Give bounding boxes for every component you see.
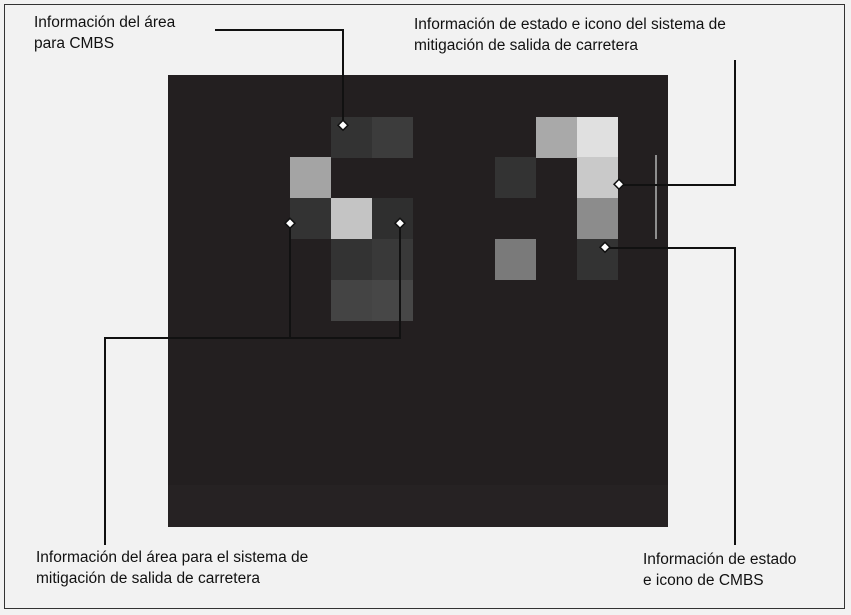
label-cmbs-status: Información de estado e icono de CMBS (643, 551, 797, 589)
area-block-right-low (372, 239, 413, 280)
bottom-band (168, 485, 668, 527)
label-road-departure-status: Información de estado e icono del sistem… (414, 16, 726, 54)
road-departure-icon-lower (577, 198, 618, 239)
label-cmbs-area: Información del área para CMBS (34, 14, 176, 52)
cmbs-area-block-1 (331, 117, 372, 158)
status-block-left (495, 157, 536, 198)
area-block-left-mid (290, 198, 331, 239)
display-screen (168, 75, 668, 527)
marker-cmbs-area (336, 119, 350, 132)
callout-road-departure-area-branch (290, 224, 401, 339)
callout-road-departure-area (104, 224, 291, 545)
label-road-departure-area: Información del área para el sistema de … (36, 549, 309, 587)
status-block-top-1 (536, 117, 577, 158)
callout-cmbs-status (605, 247, 736, 545)
area-block-center-light (331, 198, 372, 239)
marker-area-left (283, 217, 297, 230)
callout-cmbs-area (215, 29, 344, 126)
status-block-top-2 (577, 117, 618, 158)
area-block-left-upper (290, 157, 331, 198)
area-block-right-mid (372, 198, 413, 239)
marker-road-departure-status (612, 178, 626, 191)
area-block-center-low (331, 239, 372, 280)
area-block-bottom-1 (331, 280, 372, 321)
cmbs-icon (577, 239, 618, 280)
cmbs-area-block-2 (372, 117, 413, 158)
status-block-gray (495, 239, 536, 280)
road-departure-icon (577, 157, 618, 198)
callout-road-departure-status (619, 60, 736, 186)
marker-area-right (393, 217, 407, 230)
separator-bar (655, 155, 657, 239)
marker-cmbs-status (598, 241, 612, 254)
area-block-bottom-2 (372, 280, 413, 321)
